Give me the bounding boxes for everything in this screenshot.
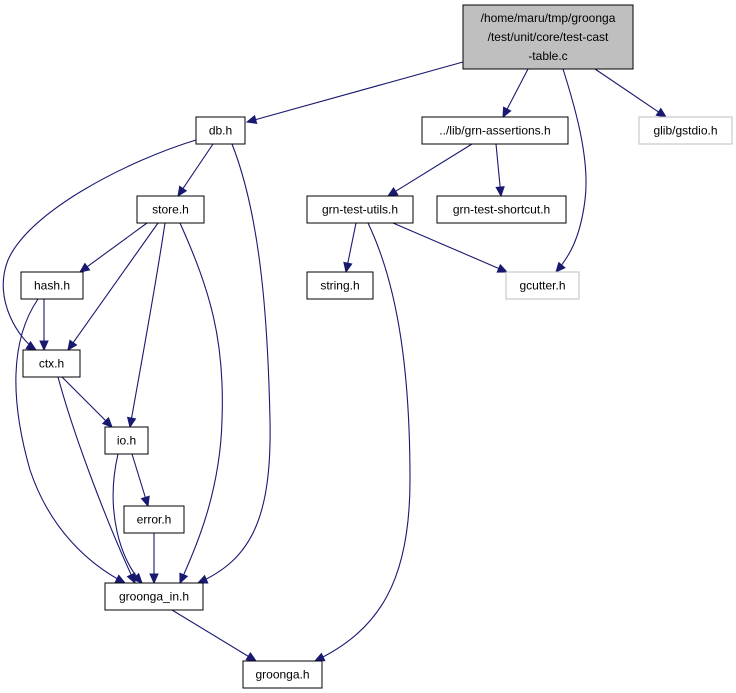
node-label: db.h	[209, 124, 232, 138]
node-box	[505, 271, 580, 300]
node-box	[22, 349, 81, 378]
arrowhead-icon	[140, 495, 150, 508]
arrowhead-icon	[502, 106, 512, 119]
arrowhead-icon	[126, 416, 137, 429]
node-db[interactable]: db.h	[195, 116, 246, 145]
edge-io-to-error	[131, 453, 150, 508]
node-ctx[interactable]: ctx.h	[22, 349, 81, 378]
edge-io-to-groongain	[112, 453, 143, 584]
edge-store-to-ctx	[67, 222, 159, 351]
arrowhead-icon	[245, 114, 258, 125]
node-label: glib/gstdio.h	[653, 124, 717, 138]
node-box	[242, 660, 323, 689]
edge-store-to-io	[126, 222, 166, 429]
node-label: hash.h	[34, 279, 70, 293]
node-root: /home/maru/tmp/groonga/test/unit/core/te…	[462, 4, 634, 70]
node-groongain[interactable]: groonga_in.h	[104, 582, 204, 611]
node-label: store.h	[152, 203, 189, 217]
arrowhead-icon	[25, 340, 38, 351]
node-box	[436, 195, 567, 224]
arrowhead-icon	[386, 186, 399, 197]
node-string[interactable]: string.h	[306, 271, 374, 300]
node-label: /test/unit/core/test-cast	[488, 30, 609, 44]
edge-ctx-to-io	[61, 376, 113, 428]
node-groonga[interactable]: groonga.h	[242, 660, 323, 689]
edge-store-to-groongain	[179, 222, 223, 585]
arrowhead-icon	[245, 651, 258, 662]
node-grnshortcut[interactable]: grn-test-shortcut.h	[436, 195, 567, 224]
edge-root-to-gstdio	[594, 68, 668, 118]
edge-db-to-store	[177, 143, 214, 198]
edge-grnutils-to-string	[343, 222, 357, 274]
arrowhead-icon	[67, 339, 78, 351]
arrowhead-icon	[177, 185, 188, 198]
node-store[interactable]: store.h	[136, 195, 205, 224]
node-box	[306, 271, 374, 300]
edge-root-to-db	[245, 61, 464, 125]
edge-db-to-ctx	[2, 139, 197, 351]
node-box	[123, 505, 185, 534]
arrowhead-icon	[343, 261, 353, 274]
edge-grnassert-to-grnutils	[386, 143, 473, 197]
edge-db-to-groongain	[196, 143, 271, 584]
edge-hash-to-ctx	[39, 299, 49, 352]
arrowhead-icon	[495, 186, 505, 198]
node-label: grn-test-shortcut.h	[453, 203, 550, 217]
arrowhead-icon	[149, 573, 159, 585]
arrowhead-icon	[114, 574, 127, 584]
node-gstdio[interactable]: glib/gstdio.h	[638, 116, 733, 145]
edge-error-to-groongain	[149, 533, 159, 585]
node-label: grn-test-utils.h	[322, 203, 398, 217]
arrowhead-icon	[39, 340, 49, 352]
node-hash[interactable]: hash.h	[20, 271, 84, 300]
node-box	[104, 582, 204, 611]
edge-root-to-grnassert	[502, 68, 529, 119]
node-label: string.h	[320, 279, 359, 293]
node-box	[462, 4, 634, 70]
edge-grnutils-to-gcutter	[392, 222, 509, 273]
arrowhead-icon	[196, 574, 209, 584]
edge-store-to-hash	[79, 222, 148, 273]
node-grnutils[interactable]: grn-test-utils.h	[306, 195, 414, 224]
arrowhead-icon	[101, 416, 113, 428]
node-label: error.h	[137, 513, 172, 527]
node-gcutter[interactable]: gcutter.h	[505, 271, 580, 300]
edge-root-to-gcutter	[555, 68, 587, 273]
node-label: gcutter.h	[519, 279, 565, 293]
node-label: -table.c	[528, 49, 567, 63]
arrowhead-icon	[555, 261, 566, 273]
node-box	[104, 426, 149, 455]
node-grnassert[interactable]: ../lib/grn-assertions.h	[421, 116, 569, 145]
edges	[2, 61, 668, 662]
node-label: /home/maru/tmp/groonga	[481, 11, 616, 25]
node-box	[306, 195, 414, 224]
arrowhead-icon	[655, 107, 668, 118]
node-box	[136, 195, 205, 224]
arrowhead-icon	[496, 263, 509, 273]
node-label: groonga_in.h	[119, 590, 189, 604]
node-label: ../lib/grn-assertions.h	[439, 124, 550, 138]
node-error[interactable]: error.h	[123, 505, 185, 534]
node-box	[20, 271, 84, 300]
node-label: ctx.h	[39, 357, 64, 371]
node-io[interactable]: io.h	[104, 426, 149, 455]
arrowhead-icon	[79, 262, 91, 273]
node-label: io.h	[117, 434, 136, 448]
edge-grnassert-to-grnshortcut	[495, 143, 505, 198]
node-label: groonga.h	[255, 668, 309, 682]
nodes: /home/maru/tmp/groonga/test/unit/core/te…	[20, 4, 733, 689]
arrowhead-icon	[179, 572, 189, 585]
edge-groongain-to-groonga	[171, 609, 258, 662]
node-box	[638, 116, 733, 145]
arrowhead-icon	[132, 572, 143, 584]
node-box	[421, 116, 569, 145]
arrowhead-icon	[313, 652, 326, 662]
node-box	[195, 116, 246, 145]
